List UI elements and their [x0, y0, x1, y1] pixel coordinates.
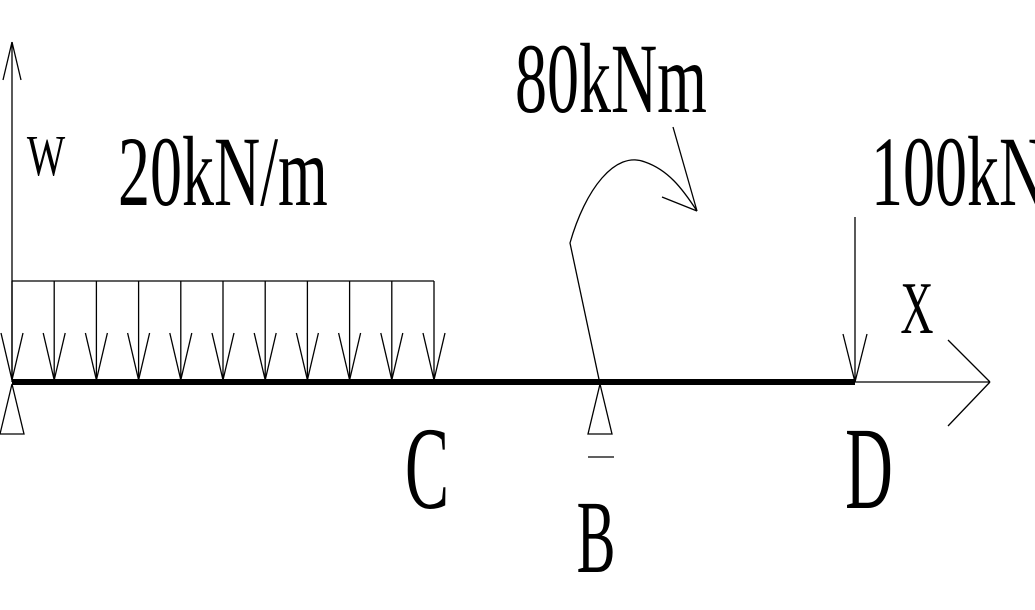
load-arrow — [211, 281, 235, 381]
w-axis-label: W — [27, 123, 66, 188]
load-arrow — [295, 281, 320, 381]
x-axis-label: X — [900, 268, 933, 350]
moment-label: 80kNm — [515, 24, 707, 135]
distributed-load-arrows — [0, 281, 446, 381]
load-arrow — [337, 281, 362, 381]
point-c-label: C — [405, 403, 449, 534]
load-arrow — [380, 281, 404, 381]
point-d-label: D — [845, 403, 893, 534]
point-b-label: B — [577, 481, 616, 596]
load-arrow — [42, 281, 66, 381]
support-b — [587, 383, 613, 435]
load-arrow — [84, 281, 109, 381]
moment-arrow — [569, 126, 698, 385]
point-load-label: 100kN — [871, 117, 1035, 228]
load-arrow — [253, 281, 277, 381]
support-left — [0, 383, 25, 435]
distributed-load-label: 20kN/m — [118, 117, 328, 228]
point-load-arrow — [842, 217, 868, 383]
x-axis — [855, 339, 991, 427]
load-arrow — [0, 281, 24, 381]
load-arrow — [126, 281, 151, 381]
distributed-load — [0, 280, 446, 381]
load-arrow — [169, 281, 193, 381]
load-arrow — [422, 281, 446, 381]
